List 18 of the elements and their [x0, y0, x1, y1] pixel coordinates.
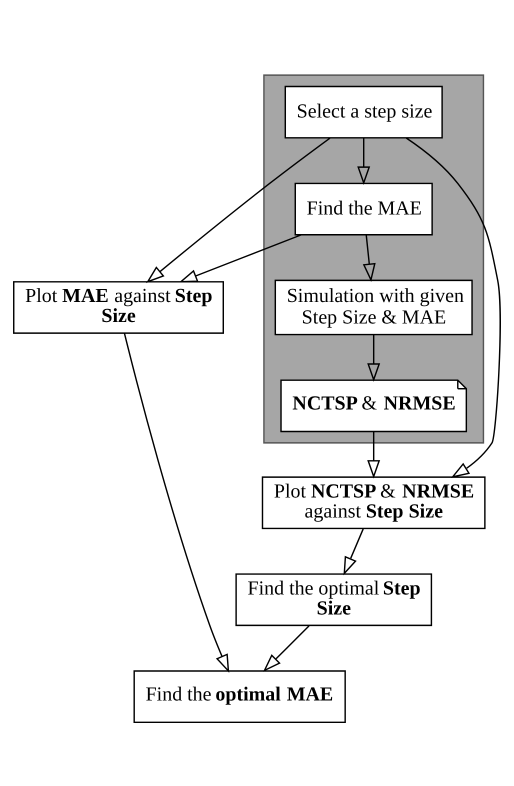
arrow: [124, 333, 230, 673]
arrow: [263, 625, 310, 672]
node-box: Find the MAE: [294, 182, 433, 236]
node-box: Find the optimal MAE: [133, 670, 346, 724]
node-box: Simulation with given Step Size & MAE: [274, 280, 473, 336]
arrow: [406, 137, 501, 478]
node-box: Select a step size: [284, 86, 443, 139]
arrow: [146, 138, 330, 284]
arrow: [362, 235, 376, 282]
arrow: [343, 528, 364, 576]
cluster: [263, 74, 484, 444]
arrow: [367, 335, 380, 382]
node-box: Plot NCTSP & NRMSE against Step Size: [262, 476, 486, 530]
arrow: [178, 234, 302, 283]
arrow: [357, 138, 370, 185]
node-box: Find the optimal Step Size: [235, 573, 432, 626]
node-box: Plot MAE against Step Size: [13, 281, 224, 334]
arrow: [367, 432, 380, 479]
